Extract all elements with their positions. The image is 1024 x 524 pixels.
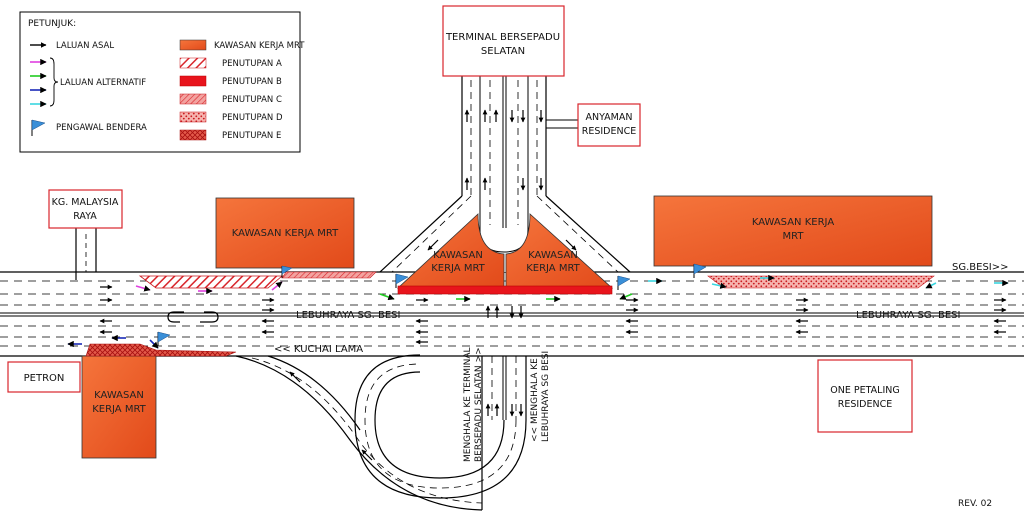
flag-icon: [395, 273, 409, 288]
loop-ramp: [235, 354, 527, 511]
terminal-label-2: SELATAN: [481, 46, 525, 57]
mrt-zone-right-label-2: MRT: [783, 231, 805, 242]
to-terminal-label: MENGHALA KE TERMINAL BERSEPADU SELATAN >…: [463, 347, 484, 462]
legend-closure-d-swatch: [179, 111, 207, 123]
terminal-box: TERMINAL BERSEPADU SELATAN: [442, 5, 565, 77]
flag-icon: [31, 119, 46, 136]
mrt-zone-right-label-1: KAWASAN KERJA: [752, 217, 834, 228]
road-closures: [85, 271, 935, 357]
flag-icon: [617, 275, 631, 290]
flag-icon: [157, 331, 171, 346]
petron-box: PETRON: [7, 361, 81, 393]
anyaman-label-1: ANYAMAN: [586, 112, 633, 123]
mrt-zone-center-left-label-2: KERJA MRT: [431, 263, 485, 274]
highway-label-left: LEBUHRAYA SG. BESI: [296, 310, 400, 321]
closure-e-highway: [85, 343, 237, 357]
one-petaling-residence-box: ONE PETALING RESIDENCE: [817, 359, 913, 433]
to-highway-label-2: LEBUHRAYA SG BESI: [541, 351, 551, 442]
legend-closure-b-swatch: [179, 75, 207, 87]
mrt-zone-center-right-label-2: KERJA MRT: [526, 263, 580, 274]
legend: PETUNJUK: LALUAN ASAL LALUAN ALTERNATIF …: [19, 11, 305, 153]
legend-mrt-zone: KAWASAN KERJA MRT: [214, 41, 305, 51]
legend-brace: [49, 57, 59, 107]
legend-closure-c-swatch: [179, 93, 207, 105]
highway-label-right: LEBUHRAYA SG. BESI: [856, 310, 960, 321]
mrt-zone-bottom-left-label-1: KAWASAN: [94, 390, 144, 401]
legend-closure-b: PENUTUPAN B: [222, 77, 282, 87]
sg-besi-direction-label: SG.BESI>>: [952, 262, 1009, 273]
alternative-route-arrows: [67, 274, 1009, 349]
petron-label: PETRON: [24, 373, 65, 384]
legend-closure-a-swatch: [179, 57, 207, 69]
one-petaling-label-1: ONE PETALING: [830, 385, 899, 396]
kuchai-lama-direction-label: << KUCHAI LAMA: [274, 344, 363, 355]
legend-original-route: LALUAN ASAL: [56, 41, 114, 51]
one-petaling-label-2: RESIDENCE: [838, 399, 893, 410]
to-highway-label-1: << MENGHALA KE: [530, 358, 540, 442]
mrt-zone-center-right-label-1: KAWASAN: [528, 250, 578, 261]
legend-closure-a: PENUTUPAN A: [222, 59, 282, 69]
u-turn-icon: [167, 311, 219, 323]
flag-icon: [693, 263, 707, 278]
flagman-markers: [157, 263, 707, 346]
legend-closure-d: PENUTUPAN D: [222, 113, 283, 123]
mrt-zone-center-right: KAWASAN KERJA MRT: [505, 213, 614, 289]
anyaman-label-2: RESIDENCE: [582, 126, 637, 137]
mrt-zone-bottom-left-label-2: KERJA MRT: [92, 404, 146, 415]
closure-a-highway: [138, 275, 284, 289]
kg-malaysia-access-road: [75, 228, 97, 280]
kg-malaysia-label-1: KG. MALAYSIA: [52, 197, 119, 208]
closure-d-highway: [707, 275, 935, 289]
to-terminal-label-2: BERSEPADU SELATAN >>: [474, 347, 484, 462]
mrt-zone-left-top: KAWASAN KERJA MRT: [215, 197, 355, 269]
flag-icon: [281, 265, 293, 278]
mrt-zone-center-left-label-1: KAWASAN: [433, 250, 483, 261]
mrt-zone-center-left: KAWASAN KERJA MRT: [396, 213, 505, 289]
mrt-zone-right: KAWASAN KERJA MRT: [653, 195, 933, 267]
closure-c-highway: [281, 271, 377, 279]
to-terminal-label-1: MENGHALA KE TERMINAL: [463, 347, 473, 462]
to-highway-label: << MENGHALA KE LEBUHRAYA SG BESI: [530, 351, 551, 442]
mrt-zone-bottom-left: KAWASAN KERJA MRT: [81, 355, 157, 459]
mrt-zone-left-top-label: KAWASAN KERJA MRT: [232, 228, 339, 239]
kg-malaysia-raya-box: KG. MALAYSIA RAYA: [48, 189, 123, 229]
kg-malaysia-label-2: RAYA: [73, 211, 97, 222]
legend-alternative-route: LALUAN ALTERNATIF: [60, 78, 146, 88]
closure-b-highway: [397, 285, 613, 295]
legend-closure-c: PENUTUPAN C: [222, 95, 282, 105]
terminal-label-1: TERMINAL BERSEPADU: [445, 32, 560, 43]
revision-label: REV. 02: [958, 499, 992, 509]
legend-mrt-swatch: [179, 39, 207, 51]
legend-title: PETUNJUK:: [28, 19, 76, 29]
legend-closure-e: PENUTUPAN E: [222, 131, 281, 141]
original-route-arrows: [99, 109, 1007, 461]
anyaman-residence-box: ANYAMAN RESIDENCE: [577, 103, 641, 147]
legend-closure-e-swatch: [179, 129, 207, 141]
legend-flagman: PENGAWAL BENDERA: [56, 123, 147, 133]
